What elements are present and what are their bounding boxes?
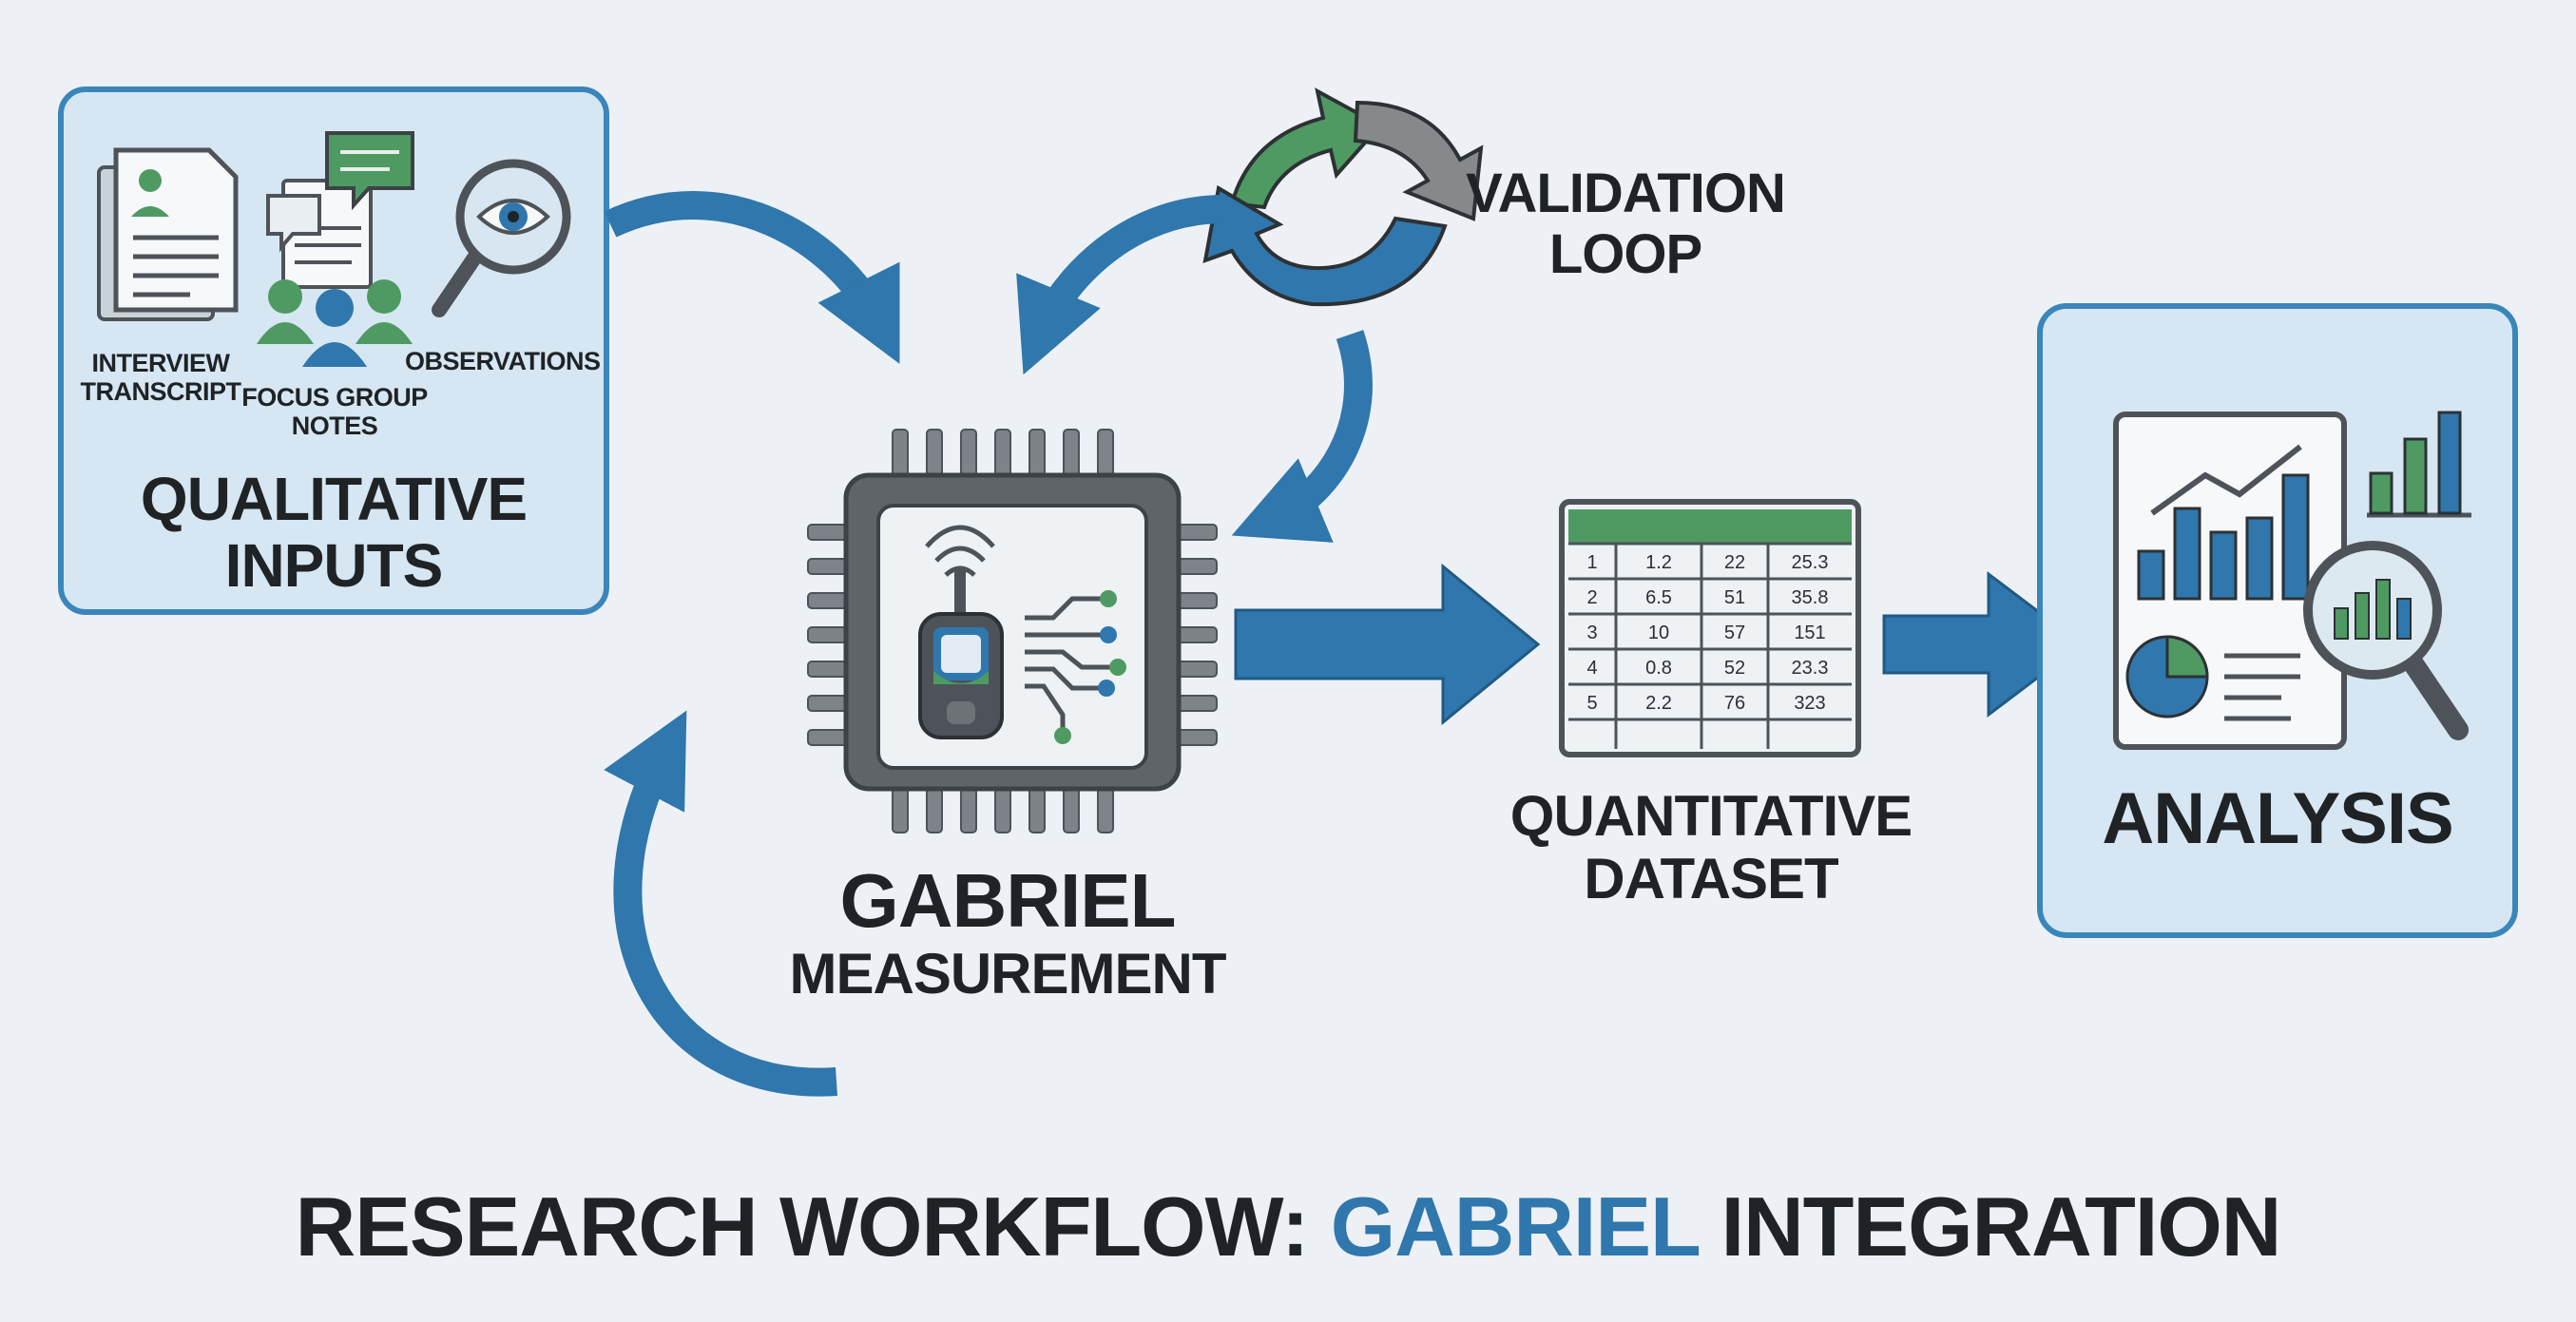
table-cell: 151 bbox=[1794, 623, 1825, 643]
table-cell: 23.3 bbox=[1792, 658, 1829, 679]
table-cell: 5 bbox=[1586, 693, 1597, 714]
table-cell: 6.5 bbox=[1645, 587, 1672, 608]
table-cell: 2 bbox=[1586, 587, 1597, 608]
gabriel-measurement-line1: GABRIEL bbox=[839, 858, 1177, 943]
table-cell: 35.8 bbox=[1792, 587, 1829, 608]
table-cell: 10 bbox=[1648, 623, 1669, 643]
input-label-focus-group: FOCUS GROUP NOTES bbox=[240, 383, 430, 440]
input-label-observations: OBSERVATIONS bbox=[405, 347, 601, 376]
document-person-icon bbox=[97, 147, 239, 321]
table-cell: 51 bbox=[1724, 587, 1745, 608]
validation-loop-label: VALIDATION LOOP bbox=[1464, 163, 1787, 285]
validation-loop-line1: VALIDATION bbox=[1466, 163, 1786, 224]
table-cell: 76 bbox=[1724, 693, 1745, 714]
input-label-focus-group-line1: FOCUS GROUP bbox=[241, 383, 428, 412]
dataset-table: 1 1.2 22 25.3 2 6.5 51 35.8 3 10 57 151 4 0.8 52 23.3 5 2… bbox=[1559, 499, 1861, 757]
table-cell: 22 bbox=[1724, 552, 1745, 573]
title-prefix: RESEARCH WORKFLOW: bbox=[295, 1179, 1310, 1274]
arrow-loop-to-chip bbox=[1231, 330, 1373, 543]
arrow-inputs-to-gabriel bbox=[604, 190, 900, 364]
validation-loop-icon bbox=[1202, 87, 1484, 307]
table-cell: 52 bbox=[1724, 658, 1745, 679]
table-cell: 3 bbox=[1586, 623, 1597, 643]
page-title: RESEARCH WORKFLOW: GABRIEL INTEGRATION bbox=[0, 1178, 2576, 1275]
qualitative-inputs-heading: QUALITATIVE INPUTS bbox=[61, 466, 606, 600]
input-label-focus-group-line2: NOTES bbox=[291, 411, 378, 440]
qualitative-inputs-heading-line1: QUALITATIVE bbox=[140, 465, 528, 533]
gabriel-measurement-label: GABRIEL MEASUREMENT bbox=[741, 859, 1274, 1006]
input-label-interview: INTERVIEW TRANSCRIPT bbox=[61, 349, 260, 406]
analysis-label: ANALYSIS bbox=[2102, 778, 2453, 859]
arrow-gabriel-to-dataset bbox=[1234, 563, 1541, 726]
input-label-interview-line2: TRANSCRIPT bbox=[80, 376, 242, 406]
arrow-feedback-loop bbox=[604, 710, 837, 1097]
gabriel-chip-icon bbox=[807, 429, 1218, 833]
gabriel-measurement-line2: MEASUREMENT bbox=[789, 942, 1226, 1006]
magnifier-eye-icon bbox=[432, 159, 571, 317]
title-suffix: INTEGRATION bbox=[1721, 1179, 2282, 1274]
qualitative-inputs-heading-line2: INPUTS bbox=[224, 531, 444, 601]
quantitative-dataset-line1: QUANTITATIVE bbox=[1509, 784, 1913, 848]
analysis-report-icon bbox=[2113, 411, 2471, 750]
input-label-interview-line1: INTERVIEW bbox=[91, 349, 230, 377]
table-cell: 4 bbox=[1586, 658, 1597, 679]
validation-loop-line2: LOOP bbox=[1548, 222, 1702, 285]
table-cell: 0.8 bbox=[1645, 658, 1672, 679]
table-cell: 323 bbox=[1794, 693, 1825, 714]
table-cell: 1.2 bbox=[1645, 552, 1672, 573]
arrow-validation-to-gabriel bbox=[1016, 195, 1225, 375]
table-cell: 57 bbox=[1724, 623, 1745, 643]
table-cell: 1 bbox=[1586, 552, 1597, 573]
title-accent: GABRIEL bbox=[1330, 1179, 1700, 1274]
table-cell: 25.3 bbox=[1792, 552, 1829, 573]
quantitative-dataset-line2: DATASET bbox=[1584, 847, 1838, 910]
flow-arrows bbox=[604, 190, 1373, 1097]
table-cell: 2.2 bbox=[1645, 693, 1672, 714]
group-chat-icon bbox=[257, 131, 414, 367]
input-label-observations-line1: OBSERVATIONS bbox=[405, 347, 601, 375]
quantitative-dataset-label: QUANTITATIVE DATASET bbox=[1483, 785, 1939, 910]
arrow-dataset-to-analysis bbox=[1882, 570, 2085, 718]
